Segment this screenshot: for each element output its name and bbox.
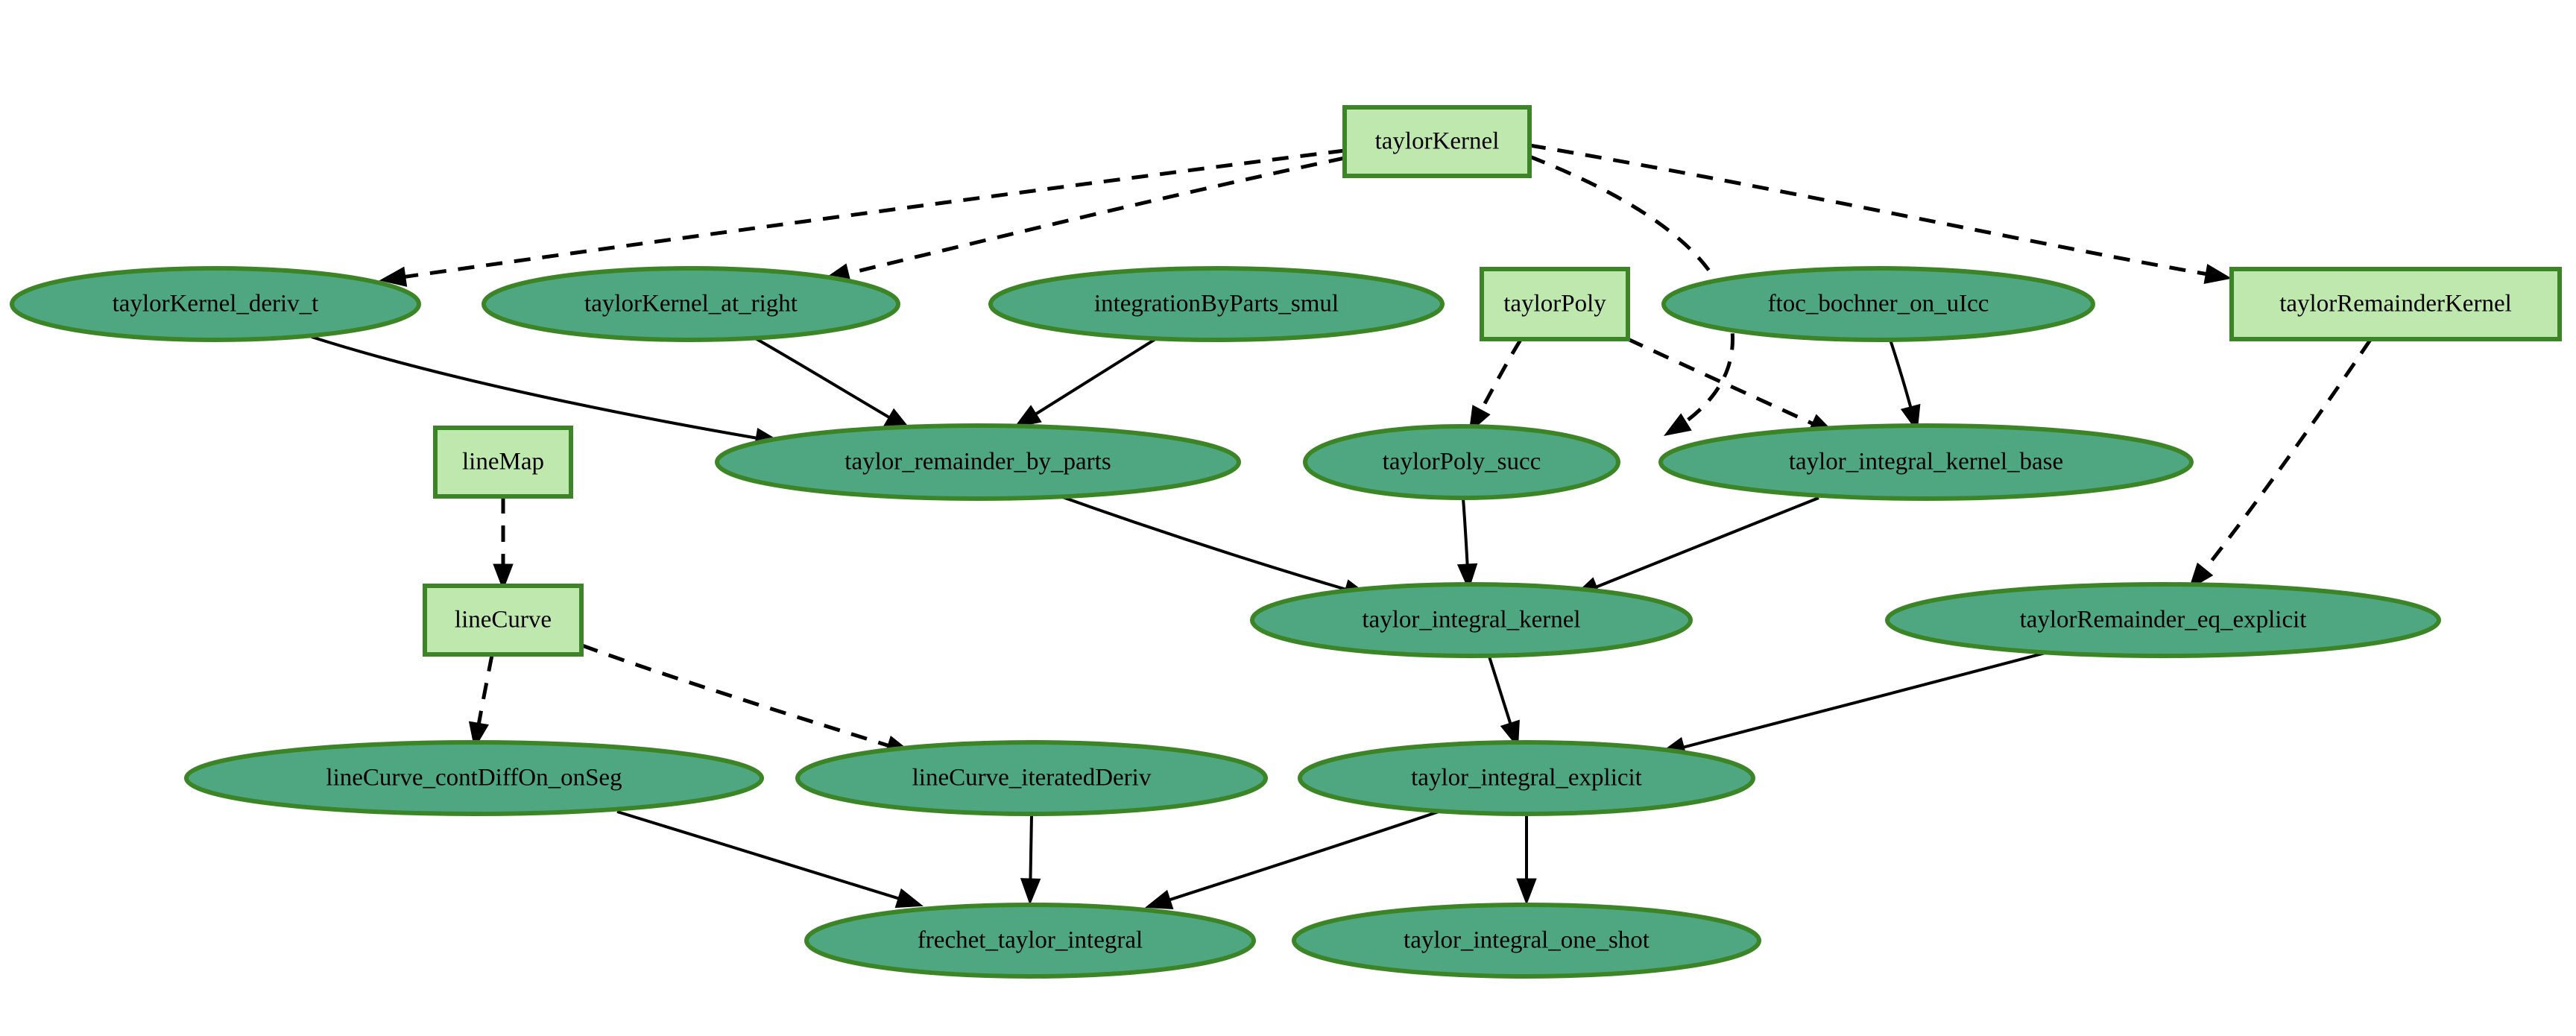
node-shape-ellipse[interactable] (1661, 266, 2095, 342)
edge-taylorKernel-to-taylorRemainderKernel (1529, 143, 2232, 285)
node-shape-ellipse[interactable] (482, 266, 900, 342)
node-integrationByParts_smul[interactable]: integrationByParts_smul (988, 266, 1445, 342)
arrow-head-icon (1145, 889, 1174, 909)
node-taylorKernel[interactable]: taylorKernel (1342, 105, 1532, 178)
node-layer: taylorKernel taylorKernel_deriv_t taylorKe… (10, 105, 2562, 979)
edge-taylor_integral_kernel-to-taylor_integral_explicit (1488, 656, 1520, 748)
node-frechet_taylor_integral[interactable]: frechet_taylor_integral (804, 903, 1256, 979)
node-taylor_integral_explicit[interactable]: taylor_integral_explicit (1298, 740, 1755, 816)
node-shape-box[interactable] (423, 584, 584, 657)
node-taylorRemainderKernel[interactable]: taylorRemainderKernel (2229, 267, 2562, 341)
node-taylorRemainder_eq_explicit[interactable]: taylorRemainder_eq_explicit (1885, 582, 2441, 658)
node-lineCurve_iteratedDeriv[interactable]: lineCurve_iteratedDeriv (795, 740, 1268, 816)
node-lineCurve_contDiffOn_onSeg[interactable]: lineCurve_contDiffOn_onSeg (184, 740, 764, 816)
arrow-head-icon (1020, 878, 1041, 906)
node-shape-ellipse[interactable] (804, 903, 1256, 979)
node-shape-ellipse[interactable] (184, 740, 764, 816)
node-lineMap[interactable]: lineMap (433, 426, 573, 499)
node-shape-ellipse[interactable] (988, 266, 1445, 342)
node-taylor_integral_kernel[interactable]: taylor_integral_kernel (1250, 582, 1693, 658)
edge-lineCurve-to-lineCurve_iteratedDeriv (581, 643, 913, 756)
arrow-head-icon (1664, 413, 1692, 436)
edge-lineMap-to-lineCurve (493, 496, 514, 591)
node-shape-ellipse[interactable] (1658, 423, 2194, 501)
node-shape-box[interactable] (433, 426, 573, 499)
arrow-head-icon (493, 563, 514, 591)
edge-taylorRemainder_eq_explicit-to-taylor_integral_explicit (1658, 651, 2046, 757)
node-shape-ellipse[interactable] (10, 266, 421, 342)
edge-taylorPoly-to-taylor_integral_kernel_base (1626, 337, 1837, 435)
edge-taylorPoly_succ-to-taylor_integral_kernel (1456, 498, 1478, 591)
arrow-head-icon (2203, 263, 2232, 285)
node-shape-box[interactable] (1480, 267, 1630, 341)
node-taylorPoly[interactable]: taylorPoly (1480, 267, 1630, 341)
node-taylorKernel_at_right[interactable]: taylorKernel_at_right (482, 266, 900, 342)
edge-ftoc_bochner_on_uIcc-to-taylor_integral_kernel_base (1889, 339, 1921, 433)
node-shape-ellipse[interactable] (1292, 903, 1761, 979)
edge-taylorKernel_at_right-to-taylor_remainder_by_parts (752, 335, 912, 431)
node-shape-ellipse[interactable] (1303, 424, 1620, 500)
node-taylor_integral_kernel_base[interactable]: taylor_integral_kernel_base (1658, 423, 2194, 501)
edge-lineCurve-to-lineCurve_contDiffOn_onSeg (468, 654, 494, 750)
node-ftoc_bochner_on_uIcc[interactable]: ftoc_bochner_on_uIcc (1661, 266, 2095, 342)
node-shape-ellipse[interactable] (1298, 740, 1755, 816)
edge-taylorRemainderKernel-to-taylorRemainder_eq_explicit (2188, 338, 2373, 590)
node-shape-ellipse[interactable] (795, 740, 1268, 816)
node-shape-ellipse[interactable] (715, 423, 1241, 501)
arrow-head-icon (1516, 878, 1537, 906)
arrow-head-icon (894, 888, 924, 909)
node-taylor_remainder_by_parts[interactable]: taylor_remainder_by_parts (715, 423, 1241, 501)
node-taylorKernel_deriv_t[interactable]: taylorKernel_deriv_t (10, 266, 421, 342)
edge-taylorPoly-to-taylorPoly_succ (1468, 338, 1523, 434)
node-taylorPoly_succ[interactable]: taylorPoly_succ (1303, 424, 1620, 500)
node-shape-box[interactable] (1342, 105, 1532, 178)
edge-taylor_integral_explicit-to-frechet_taylor_integral (1145, 810, 1439, 909)
arrow-head-icon (1456, 563, 1478, 591)
edge-lineCurve_contDiffOn_onSeg-to-frechet_taylor_integral (616, 810, 924, 909)
node-shape-ellipse[interactable] (1250, 582, 1693, 658)
edge-taylor_remainder_by_parts-to-taylor_integral_kernel (1058, 494, 1371, 599)
edge-taylorKernel-to-taylorKernel_deriv_t (379, 148, 1345, 287)
node-lineCurve[interactable]: lineCurve (423, 584, 584, 657)
edge-lineCurve_iteratedDeriv-to-frechet_taylor_integral (1020, 814, 1041, 906)
edge-taylorKernel-to-taylor_integral_kernel_base (1529, 154, 1734, 436)
edge-taylor_integral_explicit-to-taylor_integral_one_shot (1516, 814, 1537, 906)
node-taylor_integral_one_shot[interactable]: taylor_integral_one_shot (1292, 903, 1761, 979)
edge-taylor_integral_kernel_base-to-taylor_integral_kernel (1572, 496, 1819, 597)
node-shape-ellipse[interactable] (1885, 582, 2441, 658)
arrow-head-icon (379, 266, 408, 287)
node-shape-box[interactable] (2229, 267, 2562, 341)
edge-taylorKernel-to-taylorKernel_at_right (822, 156, 1345, 284)
edge-integrationByParts_smul-to-taylor_remainder_by_parts (1014, 335, 1161, 429)
